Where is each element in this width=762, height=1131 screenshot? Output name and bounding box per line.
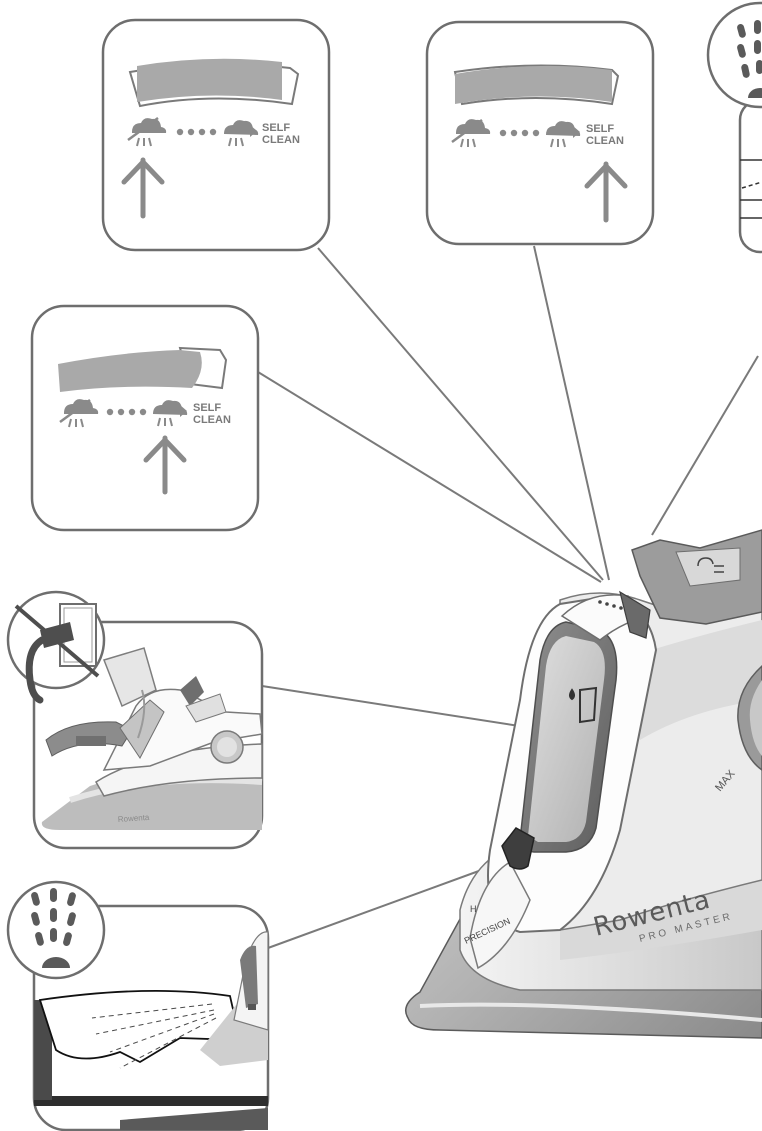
self-clean-label-line2: CLEAN [586, 135, 624, 147]
self-clean-label-line2: CLEAN [262, 134, 300, 146]
self-clean-label-line1: SELF [262, 122, 290, 134]
self-clean-label-line1: SELF [586, 123, 614, 135]
panel-steam-max: SELF CLEAN [32, 306, 258, 530]
panel-vertical-steam [708, 3, 762, 252]
panel-vertical-steaming [8, 882, 268, 1130]
panel-steam-self-clean: SELF CLEAN [427, 22, 653, 244]
panel-steam-min: SELF CLEAN [103, 20, 329, 250]
main-iron: PRECISION H MAX Rowenta PRO MASTER [406, 530, 762, 1038]
self-clean-label-line1: SELF [193, 402, 221, 414]
panel-fill-tank: Rowenta [8, 592, 262, 848]
self-clean-label-line2: CLEAN [193, 414, 231, 426]
tip-label-partial: H [470, 904, 477, 914]
